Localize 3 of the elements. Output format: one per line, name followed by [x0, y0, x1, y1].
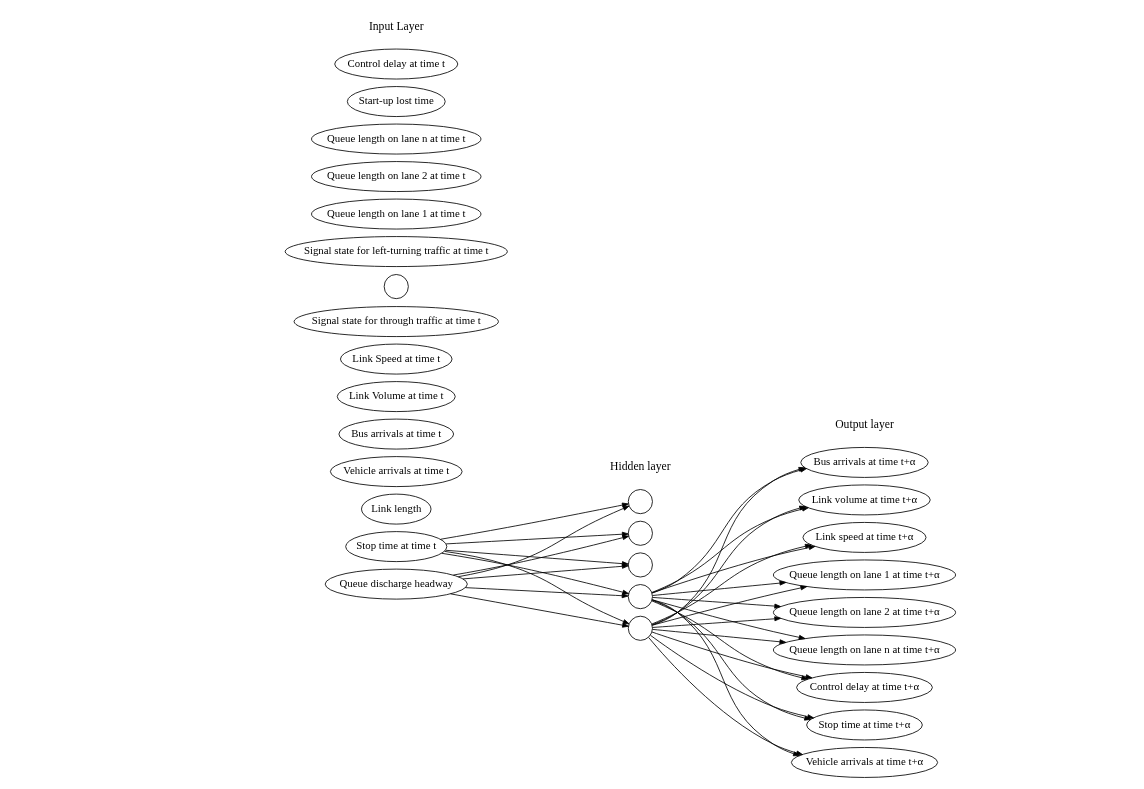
label: Hidden layer	[609, 459, 671, 473]
label: Output layer	[834, 418, 894, 431]
label: Input Layer	[368, 19, 424, 33]
